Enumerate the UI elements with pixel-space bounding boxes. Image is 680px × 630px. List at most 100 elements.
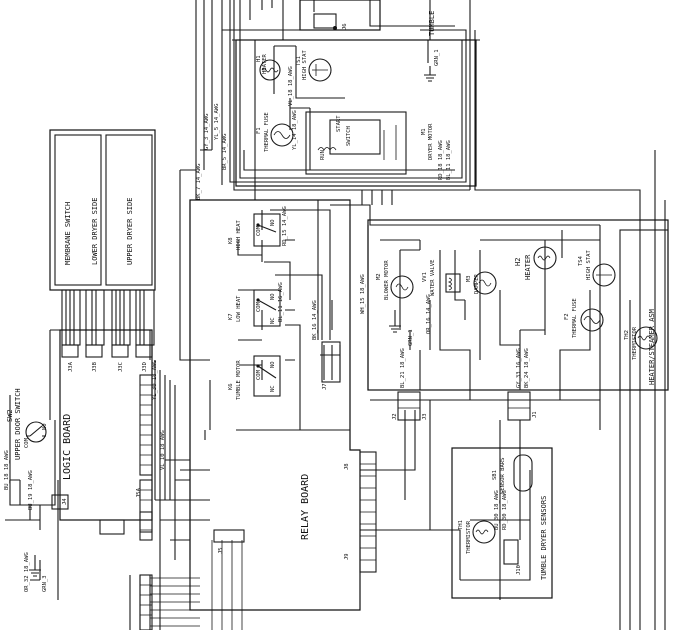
door-com-label: COM: [24, 437, 30, 448]
th1-name-label: THERMISTOR: [466, 520, 472, 554]
m3-ref-label: M3: [466, 275, 472, 282]
k6-name-label: TUMBLE MOTOR: [236, 360, 242, 400]
wire-label: BR_5 14_AWG: [222, 134, 228, 170]
vv1-ref-label: VV1: [422, 272, 428, 282]
h2-name-label: HEATER: [524, 254, 532, 280]
connector-j5: [213, 529, 245, 543]
m1-name-label: DRYER MOTOR: [428, 123, 434, 160]
k8-ref-label: K8: [228, 237, 234, 244]
dryer-motor-box: [305, 111, 407, 175]
connector-j3a-label: J3A: [68, 361, 74, 372]
wire-label: RD_30 18_AWG: [502, 490, 508, 530]
membrane-switch: [49, 129, 156, 358]
connector-j7-label: J7: [322, 383, 328, 390]
relay-k8-contacts: [253, 213, 281, 247]
k6-ref-label: K6: [228, 383, 234, 390]
high-stat-ts1-icon: [308, 58, 332, 82]
top-region: [235, 0, 477, 187]
sb1-name-label: SENSOR BARS: [500, 458, 506, 494]
connector-j3-label: J3: [422, 413, 428, 420]
connector-j3b-label: J3B: [92, 361, 98, 372]
ts1-name-label: HIGH STAT: [302, 50, 308, 80]
upper-dryer-side-box: [105, 134, 153, 286]
connector-j7: [321, 341, 341, 383]
k8-name-label: HIGH HEAT: [236, 220, 242, 250]
k8-com-label: COM: [256, 225, 262, 236]
thermistor-th2-icon: [634, 326, 658, 350]
blower-motor-icon: [390, 275, 414, 299]
wire-label: OR_32 18_AWG: [24, 552, 30, 592]
wire-label: WH_15 18_AWG: [360, 274, 366, 314]
k7-name-label: LOW HEAT: [236, 295, 242, 322]
sb1-ref-label: SB1: [492, 470, 498, 480]
wire-label: YL_30 18_AWG: [152, 360, 158, 400]
connector-j2: [397, 391, 421, 421]
connector-j10-label: J10: [516, 565, 522, 575]
k6-no-label: NO: [270, 361, 276, 368]
m1-start-label: START: [336, 115, 342, 132]
sensor-bars-icon: [513, 454, 533, 492]
connector-j5-label: J5: [218, 547, 224, 554]
door-switch-icon: [25, 421, 47, 443]
wire-label: YL_14 18_AWG: [292, 110, 298, 150]
wire-label: RD_15 14_AWG: [282, 206, 288, 246]
thermistor-th1-icon: [472, 520, 496, 544]
tumble-label: TUMBLE: [428, 11, 436, 36]
connector-j9-label: J9: [344, 553, 350, 560]
thermal-fuse-f1-icon: [270, 123, 294, 147]
lower-dryer-side-box: [54, 134, 102, 286]
relay-board-label: RELAY BOARD: [300, 474, 311, 540]
k7-com-label: COM: [256, 301, 262, 312]
wire-label: GY_33 16_AWG: [516, 348, 522, 388]
wire-label: GRN_1: [408, 329, 414, 346]
m1-switch-label: SWITCH: [346, 126, 352, 146]
connector-j4-label: J4: [62, 498, 68, 505]
m2-ref-label: M2: [376, 273, 382, 280]
high-stat-ts4-icon: [592, 263, 616, 287]
relays: [253, 213, 281, 397]
wire-label: GRN_3: [42, 575, 48, 592]
logic-board-label: LOGIC BOARD: [62, 414, 73, 480]
wire-label: BL_21 18_AWG: [400, 348, 406, 388]
f1-ref-label: F1: [256, 127, 262, 134]
relay-k6-contacts: [253, 355, 281, 397]
connector-j3c-label: J3C: [118, 362, 124, 372]
m2-name-label: BLOWER MOTOR: [384, 260, 390, 300]
wire-label: OR_16 14_AWG: [426, 294, 432, 334]
connector-j4: [507, 391, 531, 421]
k7-no-label: NO: [270, 293, 276, 300]
k8-no-label: NO: [270, 219, 276, 226]
wire-label: BK_16 14_AWG: [312, 300, 318, 340]
ts4-ref-label: TS4: [578, 255, 584, 266]
m3-name-label: DAMPER: [474, 273, 480, 294]
k6-com-label: COM: [256, 369, 262, 380]
wire-label: BU_30 18_AWG: [494, 490, 500, 530]
wire-label: GY_3 14_AWG: [204, 114, 210, 150]
lower-dryer-side-label: LOWER DRYER SIDE: [91, 198, 99, 265]
tumble-connector-block: [299, 0, 381, 31]
ts4-name-label: HIGH STAT: [586, 250, 592, 280]
wire-label: VL_18 18_AWG: [288, 66, 294, 106]
wire-label: GRN_1: [434, 49, 440, 66]
k7-nc-label: NC: [270, 317, 276, 324]
f2-name-label: THERMAL FUSE: [572, 298, 578, 338]
m1-run-label: RUN: [320, 150, 326, 160]
h2-ref-label: H2: [514, 258, 522, 266]
wire-label: VL_10 18_AWG: [160, 430, 166, 470]
labels: LOGIC BOARD RELAY BOARD MEMBRANE SWITCH …: [4, 11, 656, 592]
relay-k7-contacts: [253, 289, 281, 327]
damper-icon: [473, 271, 497, 295]
wire-label: BK_24 18_AWG: [524, 348, 530, 388]
connector-j1-label: J1: [532, 411, 538, 418]
dryer-heater-box: [235, 39, 477, 187]
connector-j8-label: J8: [344, 463, 350, 470]
th1-ref-label: TH1: [458, 520, 464, 530]
h1-name-label: HEATER: [262, 53, 268, 74]
wire-label: BL_11 18_AWG: [446, 140, 452, 180]
wire-label: BK_7 14_AWG: [196, 164, 202, 200]
connector-j6-label: J6: [342, 23, 348, 30]
logic-board: [51, 329, 153, 630]
heater-h2-icon: [533, 246, 557, 270]
membrane-switch-label: MEMBRANE SWITCH: [64, 202, 72, 265]
